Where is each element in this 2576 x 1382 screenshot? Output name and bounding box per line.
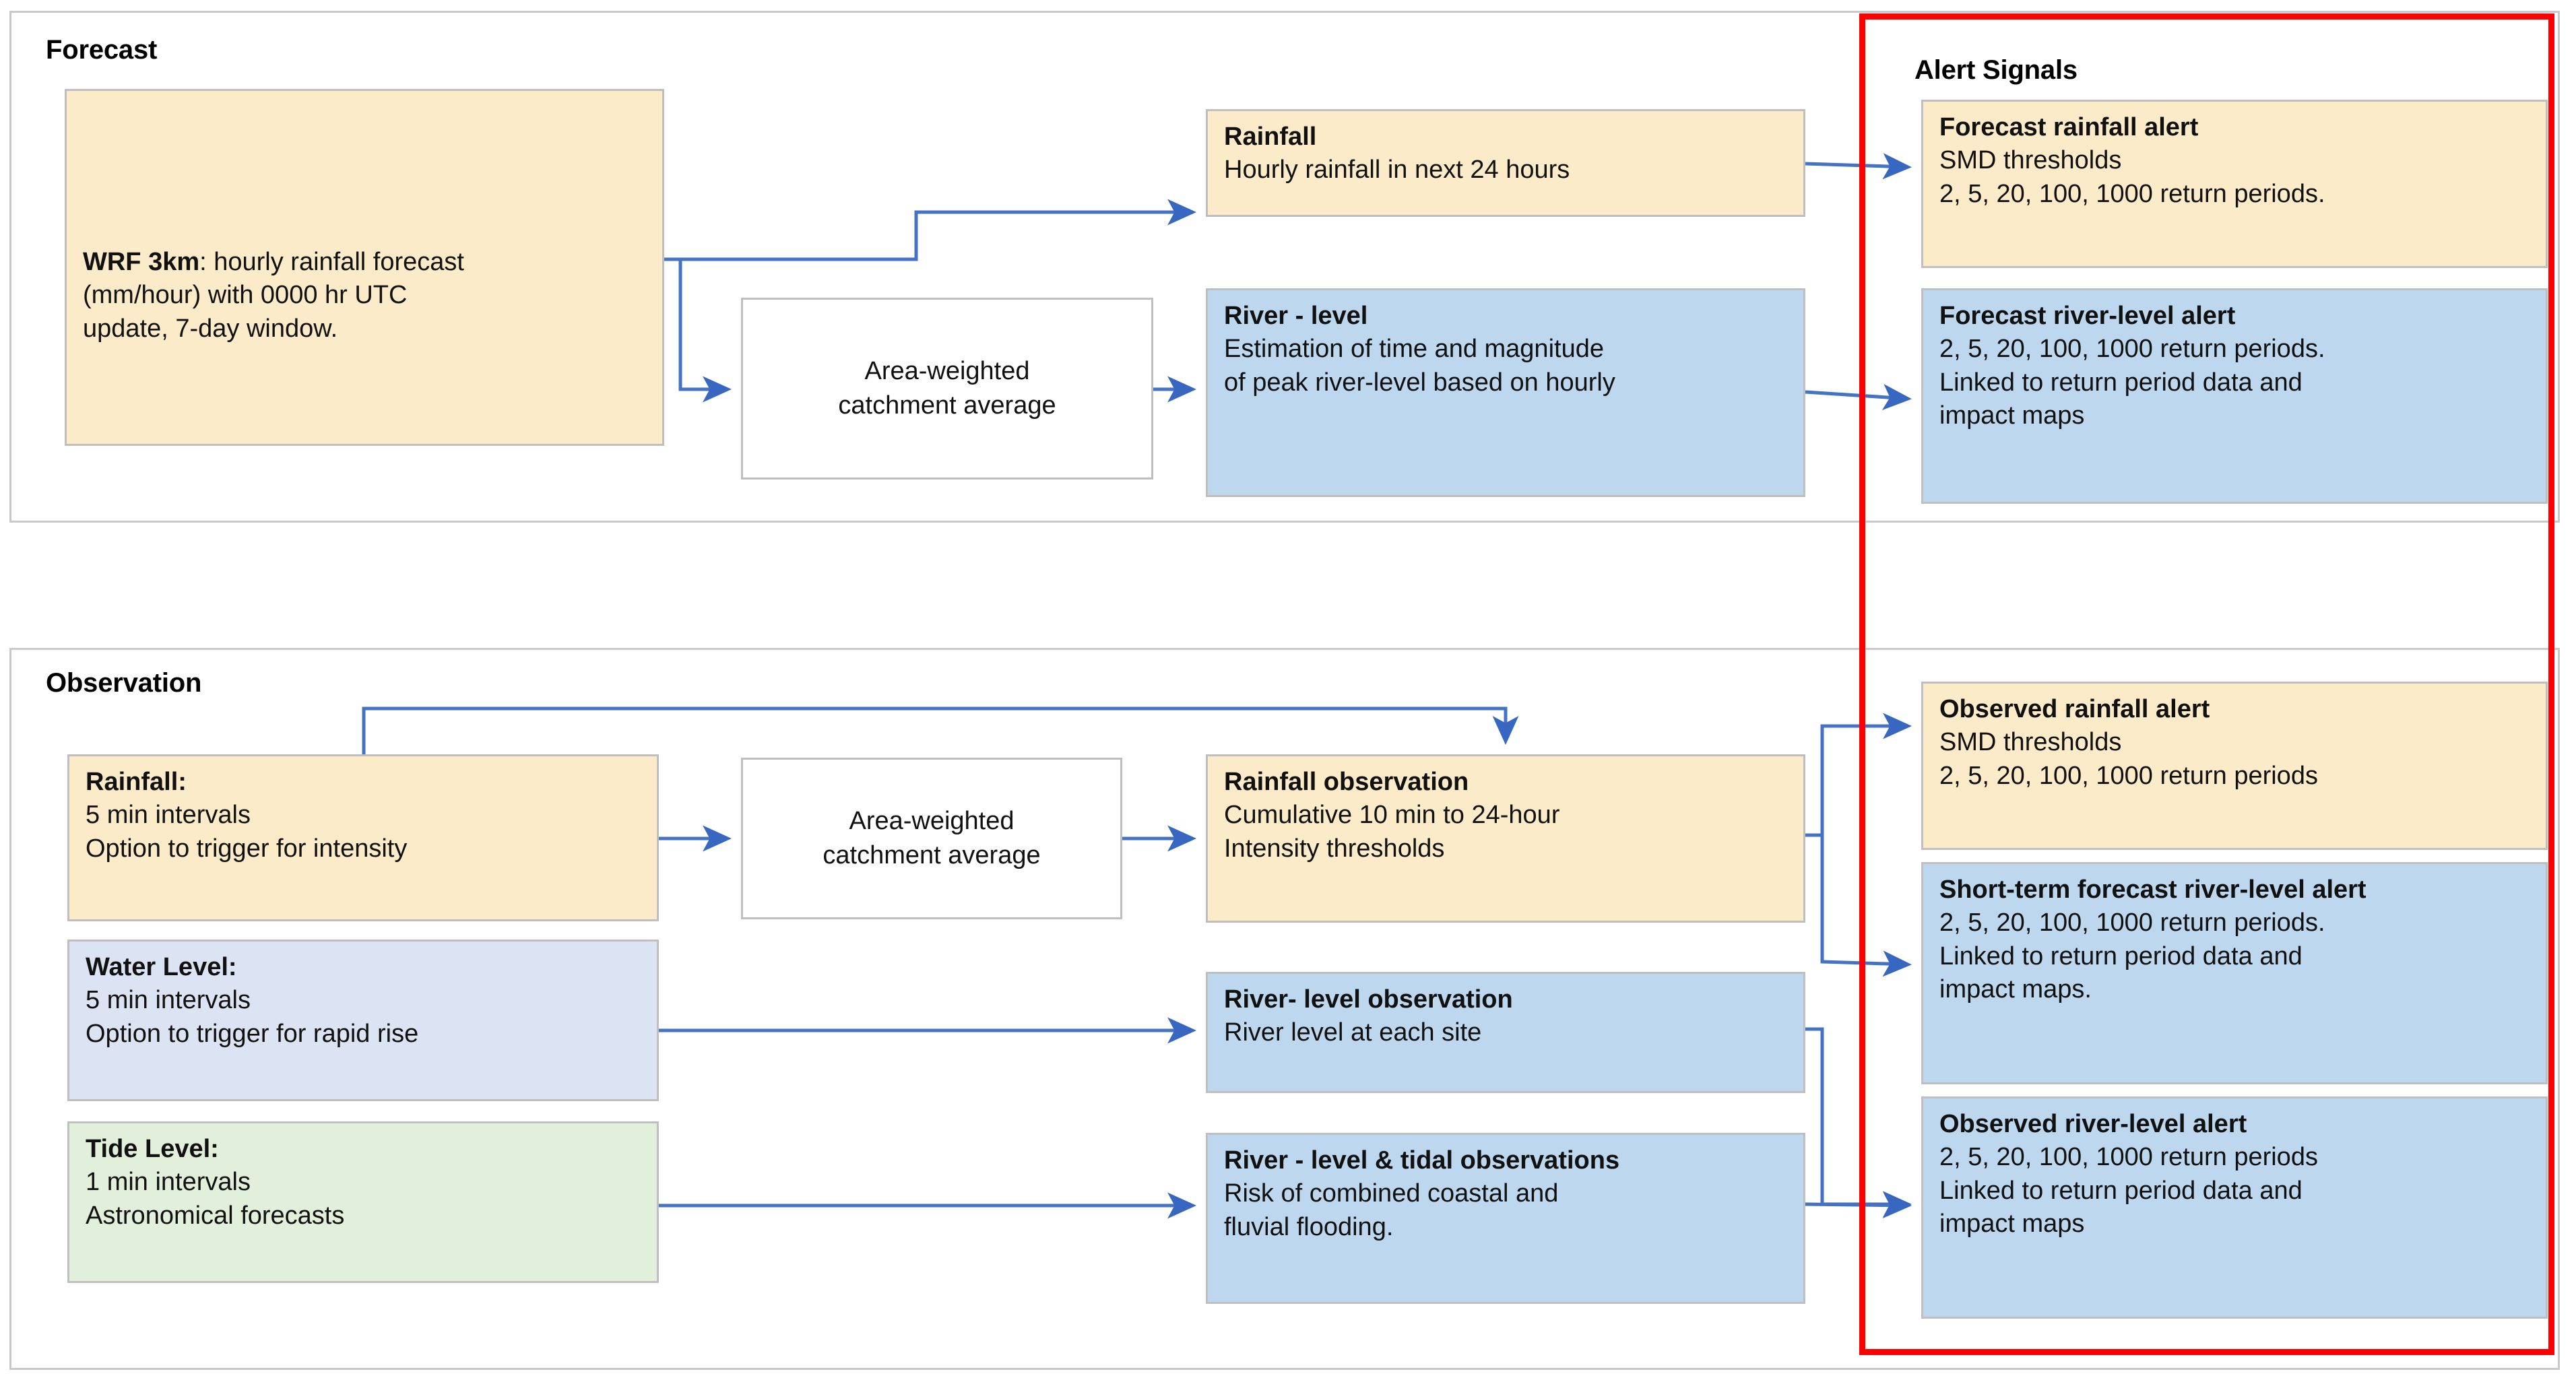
forecast-river-line1: Estimation of time and magnitude	[1224, 335, 1604, 364]
alert-observed-rainfall-title: Observed rainfall alert	[1939, 695, 2210, 723]
obs-river-obs-title: River- level observation	[1224, 985, 1513, 1014]
forecast-river-line2: of peak river-level based on hourly	[1224, 368, 1615, 397]
forecast-rainfall-title: Rainfall	[1224, 123, 1317, 151]
wrf-forecast-box: WRF 3km: hourly rainfall forecast (mm/ho…	[65, 89, 664, 446]
alert-observed-rainfall-line2: 2, 5, 20, 100, 1000 return periods	[1939, 761, 2318, 790]
obs-river-tidal-obs-line1: Risk of combined coastal and	[1224, 1179, 1559, 1208]
forecast-catchment-line2: catchment average	[838, 391, 1056, 420]
alert-observed-river-line2: Linked to return period data and	[1939, 1176, 2303, 1205]
observation-water-level-source-box: Water Level: 5 min intervals Option to t…	[67, 940, 659, 1101]
obs-catchment-line2: catchment average	[823, 841, 1041, 869]
alert-forecast-rainfall-line1: SMD thresholds	[1939, 146, 2122, 175]
alert-forecast-river-box: Forecast river-level alert 2, 5, 20, 100…	[1921, 288, 2548, 504]
wrf-title-suffix: : hourly rainfall forecast	[199, 248, 464, 276]
observation-rainfall-source-box: Rainfall: 5 min intervals Option to trig…	[67, 754, 659, 921]
obs-catchment-line1: Area-weighted	[849, 807, 1015, 836]
obs-river-tidal-obs-title: River - level & tidal observations	[1224, 1146, 1620, 1175]
wrf-title: WRF 3km	[83, 248, 200, 276]
obs-tide-level-src-title: Tide Level:	[86, 1135, 219, 1163]
alert-short-term-forecast-river-box: Short-term forecast river-level alert 2,…	[1921, 862, 2548, 1084]
alert-short-term-river-title: Short-term forecast river-level alert	[1939, 876, 2366, 904]
alert-short-term-river-line1: 2, 5, 20, 100, 1000 return periods.	[1939, 909, 2325, 937]
alert-forecast-river-line3: impact maps	[1939, 401, 2085, 430]
wrf-line3: update, 7-day window.	[83, 314, 338, 343]
obs-rainfall-src-line1: 5 min intervals	[86, 801, 251, 830]
alert-forecast-rainfall-box: Forecast rainfall alert SMD thresholds 2…	[1921, 100, 2548, 268]
alert-short-term-river-line3: impact maps.	[1939, 975, 2092, 1004]
obs-rainfall-obs-title: Rainfall observation	[1224, 768, 1469, 796]
observation-tide-level-source-box: Tide Level: 1 min intervals Astronomical…	[67, 1121, 659, 1283]
observation-river-level-observation-box: River- level observation River level at …	[1206, 972, 1805, 1093]
obs-rainfall-obs-line2: Intensity thresholds	[1224, 834, 1445, 863]
observation-section-title: Observation	[46, 668, 202, 698]
alert-forecast-river-line2: Linked to return period data and	[1939, 368, 2303, 397]
forecast-rainfall-line1: Hourly rainfall in next 24 hours	[1224, 156, 1570, 185]
obs-tide-level-src-line2: Astronomical forecasts	[86, 1201, 345, 1230]
alert-forecast-rainfall-line2: 2, 5, 20, 100, 1000 return periods.	[1939, 179, 2325, 208]
forecast-river-title: River - level	[1224, 302, 1368, 330]
alert-observed-rainfall-box: Observed rainfall alert SMD thresholds 2…	[1921, 682, 2548, 850]
wrf-line2: (mm/hour) with 0000 hr UTC	[83, 281, 408, 310]
alert-forecast-river-title: Forecast river-level alert	[1939, 302, 2236, 330]
alert-observed-rainfall-line1: SMD thresholds	[1939, 728, 2122, 757]
alert-observed-river-line3: impact maps	[1939, 1210, 2085, 1239]
forecast-rainfall-box: Rainfall Hourly rainfall in next 24 hour…	[1206, 109, 1805, 217]
observation-catchment-average-box: Area-weighted catchment average	[741, 758, 1122, 919]
forecast-section-title: Forecast	[46, 35, 158, 65]
obs-rainfall-src-title: Rainfall:	[86, 768, 187, 796]
obs-water-level-src-line1: 5 min intervals	[86, 986, 251, 1015]
observation-rainfall-observation-box: Rainfall observation Cumulative 10 min t…	[1206, 754, 1805, 923]
alert-signals-title: Alert Signals	[1914, 55, 2078, 85]
obs-river-obs-line1: River level at each site	[1224, 1018, 1482, 1047]
forecast-catchment-average-box: Area-weighted catchment average	[741, 298, 1153, 480]
alert-forecast-rainfall-title: Forecast rainfall alert	[1939, 113, 2199, 141]
alert-forecast-river-line1: 2, 5, 20, 100, 1000 return periods.	[1939, 335, 2325, 364]
forecast-catchment-line1: Area-weighted	[864, 357, 1030, 386]
obs-water-level-src-line2: Option to trigger for rapid rise	[86, 1019, 419, 1048]
alert-short-term-river-line2: Linked to return period data and	[1939, 942, 2303, 970]
obs-rainfall-obs-line1: Cumulative 10 min to 24-hour	[1224, 801, 1560, 830]
obs-tide-level-src-line1: 1 min intervals	[86, 1168, 251, 1197]
alert-observed-river-title: Observed river-level alert	[1939, 1110, 2247, 1138]
obs-river-tidal-obs-line2: fluvial flooding.	[1224, 1212, 1394, 1241]
obs-water-level-src-title: Water Level:	[86, 953, 237, 981]
forecast-river-level-box: River - level Estimation of time and mag…	[1206, 288, 1805, 497]
obs-rainfall-src-line2: Option to trigger for intensity	[86, 834, 408, 863]
alert-observed-river-box: Observed river-level alert 2, 5, 20, 100…	[1921, 1096, 2548, 1319]
observation-river-tidal-observation-box: River - level & tidal observations Risk …	[1206, 1133, 1805, 1304]
alert-observed-river-line1: 2, 5, 20, 100, 1000 return periods	[1939, 1143, 2318, 1172]
